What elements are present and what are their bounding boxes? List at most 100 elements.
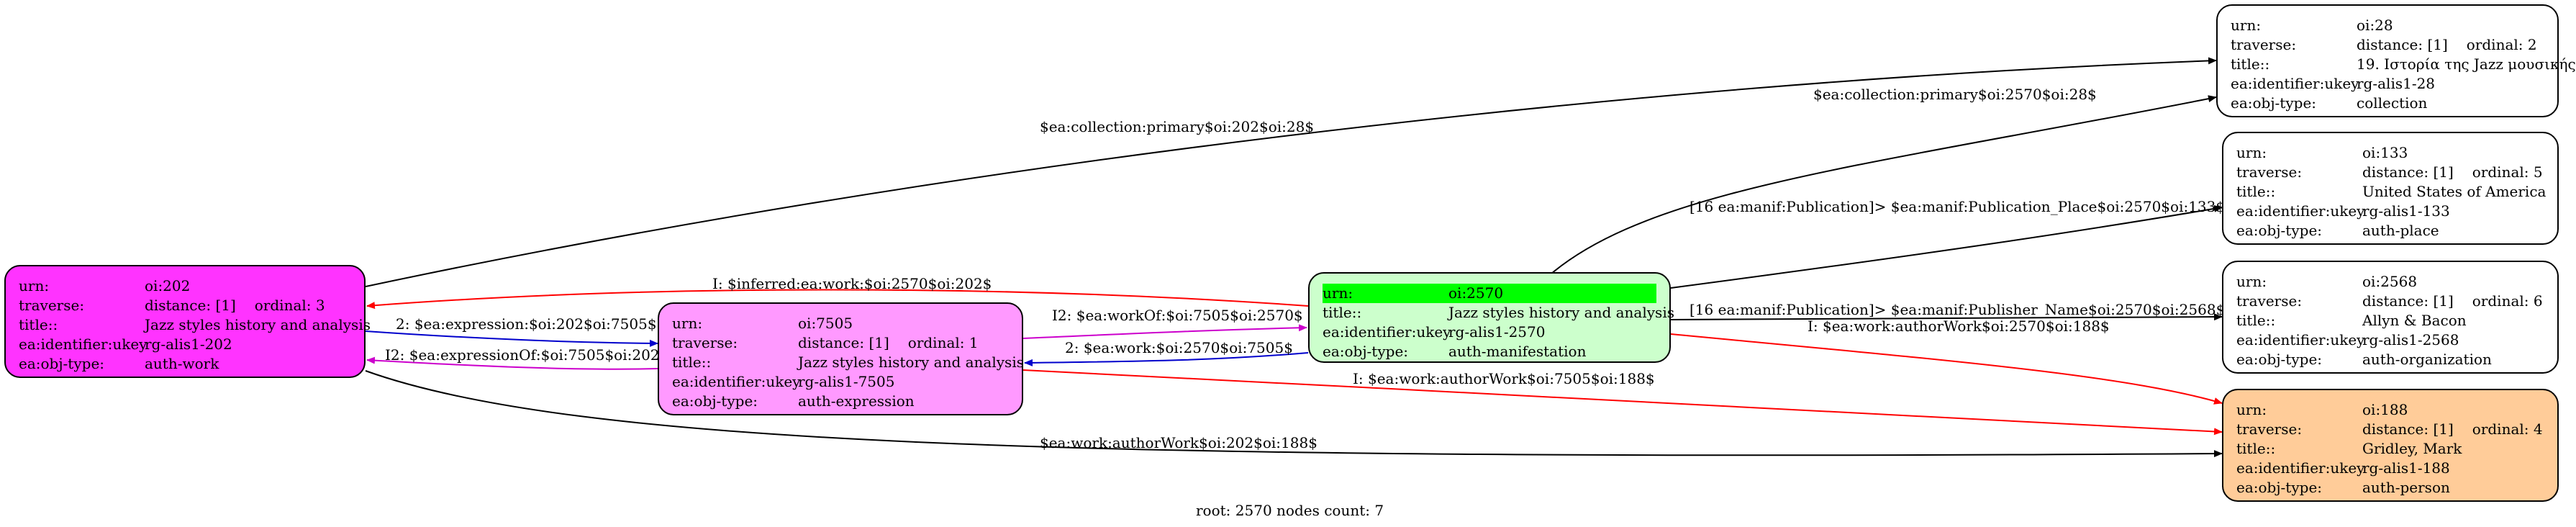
highlight-row: urn: oi:2570 <box>1323 284 1656 303</box>
field-label: ea:identifier:ukey <box>2231 75 2359 92</box>
field-urn: oi:7505 <box>798 315 853 332</box>
field-label: traverse: <box>19 297 85 314</box>
field-title: Jazz styles history and analysis <box>1448 304 1674 321</box>
field-label: title:: <box>2236 440 2276 457</box>
node-organization-2568[interactable]: urn: oi:2568 traverse: distance: [1] ordina… <box>2222 261 2559 374</box>
field-label: traverse: <box>672 334 738 351</box>
field-label: ea:identifier:ukey <box>2236 202 2365 220</box>
edge-2570-202 <box>366 289 1309 310</box>
field-label: ea:obj-type: <box>19 355 105 372</box>
field-label: ea:obj-type: <box>1323 343 1409 360</box>
field-label: ea:obj-type: <box>2236 479 2323 496</box>
node-manifestation-2570[interactable]: urn: oi:2570 title::Jazz styles history a… <box>1308 272 1674 363</box>
node-collection-28[interactable]: urn:oi:28 traverse:distance: [1]ordinal:… <box>2216 4 2576 117</box>
edge-label-2570-133: [16 ea:manif:Publication]> $ea:manif:Pub… <box>1690 198 2244 215</box>
edge-2570-2568 <box>1670 313 2223 321</box>
field-distance: distance: [1] <box>2357 36 2448 53</box>
field-title: Jazz styles history and analysis <box>145 316 371 333</box>
field-label: title:: <box>2236 183 2276 200</box>
field-ordinal: ordinal: 4 <box>2472 420 2543 438</box>
field-label: ea:identifier:ukey <box>2236 331 2365 348</box>
edge-202-7505 <box>365 330 658 347</box>
edge-2570-133 <box>1670 204 2223 289</box>
field-ukey: rg-alis1-2568 <box>2362 331 2459 348</box>
field-ordinal: ordinal: 1 <box>907 334 979 351</box>
field-label: ea:identifier:ukey <box>19 335 148 353</box>
edge-label-202-7505: 2: $ea:expression:$oi:202$oi:7505$ <box>396 315 657 333</box>
node-person-188[interactable]: urn:oi:188 traverse:distance: [1]ordinal… <box>2222 389 2559 502</box>
field-label: title:: <box>2236 312 2276 329</box>
field-label: urn: <box>672 315 703 332</box>
edge-label-7505-188: I: $ea:work:authorWork$oi:7505$oi:188$ <box>1353 370 1655 387</box>
field-title: Allyn & Bacon <box>2362 312 2467 329</box>
field-label: title:: <box>672 353 712 371</box>
field-urn: oi:2568 <box>2362 273 2418 290</box>
field-label: ea:obj-type: <box>2236 222 2323 239</box>
node-work-202[interactable]: urn: oi:202 traverse: distance: [1] ordinal… <box>4 265 371 378</box>
field-distance: distance: [1] <box>798 334 889 351</box>
field-label: urn: <box>2236 273 2267 290</box>
field-ukey: rg-alis1-133 <box>2362 202 2450 220</box>
field-type: auth-manifestation <box>1448 343 1587 360</box>
edge-2570-28 <box>1551 95 2217 274</box>
edge-label-2570-202: I: $inferred:ea:work:$oi:2570$oi:202$ <box>712 275 992 292</box>
field-label: title:: <box>2231 55 2270 73</box>
field-title: United States of America <box>2362 183 2546 200</box>
field-type: auth-person <box>2362 479 2450 496</box>
field-label: traverse: <box>2236 420 2303 438</box>
field-type: auth-expression <box>798 392 915 410</box>
field-distance: distance: [1] <box>145 297 236 314</box>
field-urn: oi:202 <box>145 277 191 294</box>
field-label: ea:obj-type: <box>672 392 758 410</box>
field-label: urn: <box>2236 144 2267 161</box>
edge-2570-188 <box>1670 333 2223 405</box>
field-type: auth-place <box>2362 222 2439 239</box>
field-type: collection <box>2357 94 2428 112</box>
field-ordinal: ordinal: 6 <box>2472 292 2543 310</box>
field-label: urn: <box>19 277 50 294</box>
field-title: Jazz styles history and analysis <box>798 353 1024 371</box>
field-ordinal: ordinal: 3 <box>254 297 325 314</box>
field-ukey: rg-alis1-28 <box>2357 75 2436 92</box>
field-distance: distance: [1] <box>2362 420 2454 438</box>
field-label: ea:obj-type: <box>2236 351 2323 368</box>
edge-2570-7505 <box>1024 352 1309 366</box>
node-place-133[interactable]: urn: oi:133 traverse: distance: [1] ordinal… <box>2222 132 2559 245</box>
edge-label-2570-7505: 2: $ea:work:$oi:2570$oi:7505$ <box>1065 339 1293 356</box>
edge-label-2570-188: I: $ea:work:authorWork$oi:2570$oi:188$ <box>1808 317 2110 335</box>
field-ordinal: ordinal: 5 <box>2472 163 2543 181</box>
field-label: urn: <box>2236 401 2267 418</box>
edge-label-7505-202: I2: $ea:expressionOf:$oi:7505$oi:202$ <box>385 346 669 364</box>
field-type: auth-work <box>145 355 219 372</box>
node-expression-7505[interactable]: urn: oi:7505 traverse: distance: [1] ordina… <box>658 302 1024 415</box>
edge-202-28 <box>365 57 2217 287</box>
field-label: traverse: <box>2236 163 2303 181</box>
edge-label-7505-2570: I2: $ea:workOf:$oi:7505$oi:2570$ <box>1052 307 1303 324</box>
field-label: title:: <box>1323 304 1362 321</box>
field-distance: distance: [1] <box>2362 292 2454 310</box>
field-label: traverse: <box>2236 292 2303 310</box>
field-urn: oi:133 <box>2362 144 2408 161</box>
edge-label-202-28: $ea:collection:primary$oi:202$oi:28$ <box>1040 118 1315 135</box>
field-label: title:: <box>19 316 58 333</box>
edge-7505-2570 <box>1022 324 1307 339</box>
field-label: urn: <box>1323 284 1353 302</box>
edge-label-2570-28: $ea:collection:primary$oi:2570$oi:28$ <box>1813 86 2097 103</box>
field-urn: oi:28 <box>2357 17 2393 34</box>
field-label: ea:identifier:ukey <box>2236 459 2365 477</box>
field-ukey: rg-alis1-188 <box>2362 459 2450 477</box>
field-distance: distance: [1] <box>2362 163 2454 181</box>
field-ukey: rg-alis1-2570 <box>1448 323 1546 341</box>
field-title: 19. Ιστορία της Jazz μουσικής <box>2357 55 2576 73</box>
edge-7505-202 <box>366 356 658 370</box>
field-label: ea:identifier:ukey <box>1323 323 1451 341</box>
field-urn: oi:2570 <box>1448 284 1504 302</box>
edge-label-202-188: $ea:work:authorWork$oi:202$oi:188$ <box>1040 434 1318 451</box>
field-ukey: rg-alis1-7505 <box>798 373 895 390</box>
field-label: urn: <box>2231 17 2262 34</box>
field-ukey: rg-alis1-202 <box>145 335 232 353</box>
edge-202-188 <box>365 370 2223 458</box>
field-title: Gridley, Mark <box>2362 440 2462 457</box>
field-label: traverse: <box>2231 36 2297 53</box>
